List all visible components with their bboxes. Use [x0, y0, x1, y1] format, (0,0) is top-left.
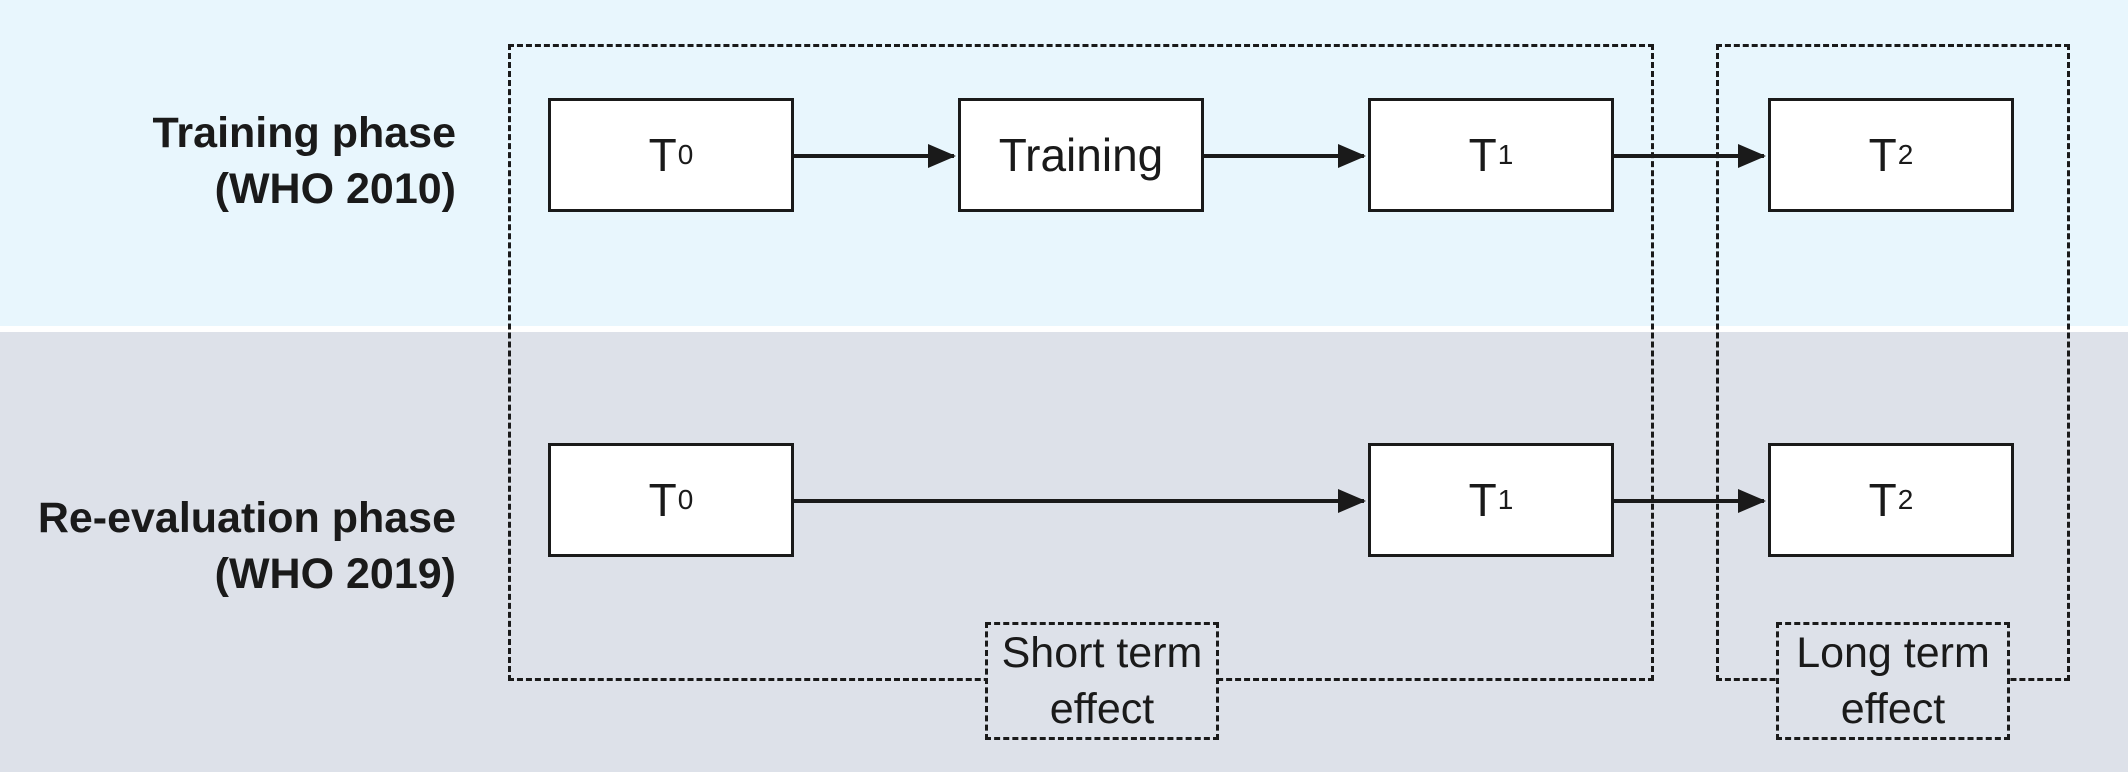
short-term-effect-line2: effect — [1049, 685, 1155, 733]
node-label: T — [1868, 129, 1897, 181]
node-subscript: 1 — [1497, 139, 1514, 170]
long-term-effect-label: Long term effect — [1776, 622, 2010, 740]
node-subscript: 2 — [1897, 484, 1914, 515]
re-evaluation-phase-title: Re-evaluation phase — [37, 494, 456, 542]
node-label: T — [1468, 474, 1497, 526]
node-subscript: 2 — [1897, 139, 1914, 170]
short-term-effect-line1: Short term — [1001, 629, 1203, 677]
node-label: T — [648, 474, 677, 526]
node-subscript: 1 — [1497, 484, 1514, 515]
node-subscript: 0 — [677, 139, 694, 170]
training-node: Training — [958, 98, 1204, 212]
long-term-effect-line2: effect — [1840, 685, 1946, 733]
node-label: T — [1868, 474, 1897, 526]
node-label: Training — [998, 129, 1164, 181]
node-label: T — [648, 129, 677, 181]
node-label: T — [1468, 129, 1497, 181]
re-evaluation-phase-year: (WHO 2019) — [214, 550, 456, 598]
training-phase-year: (WHO 2010) — [214, 165, 456, 213]
long-term-effect-line1: Long term — [1796, 629, 1990, 677]
training-phase-title: Training phase — [152, 109, 456, 157]
training-phase-label: Training phase (WHO 2010) — [153, 105, 456, 217]
re-evaluation-phase-label: Re-evaluation phase (WHO 2019) — [38, 490, 456, 602]
node-subscript: 0 — [677, 484, 694, 515]
short-term-effect-label: Short term effect — [985, 622, 1219, 740]
